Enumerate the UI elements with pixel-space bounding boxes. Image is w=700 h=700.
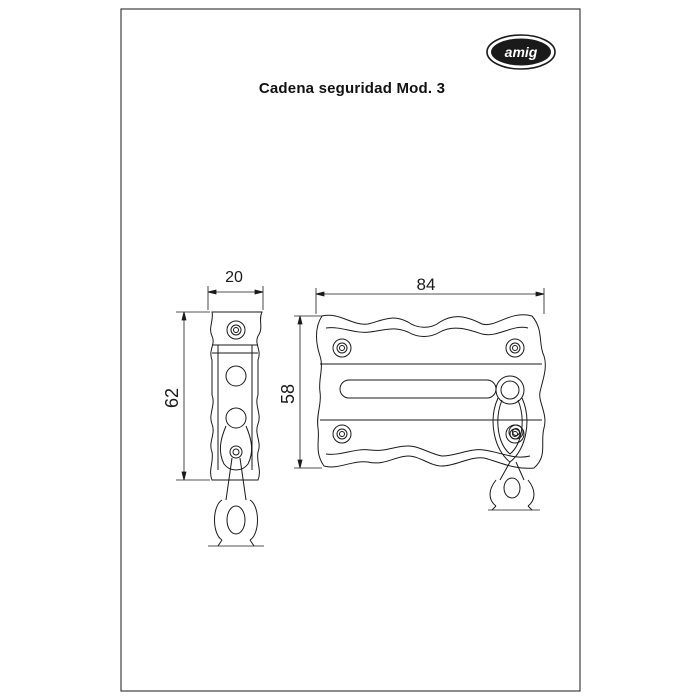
front-height-label: 58	[278, 384, 298, 404]
sheet-border	[120, 8, 581, 692]
side-width-dimension	[207, 286, 264, 310]
logo-text: amig	[505, 44, 538, 60]
front-height-dimension	[294, 315, 322, 469]
title-text: Cadena seguridad Mod. 3	[258, 80, 446, 97]
amig-logo: amig	[486, 34, 556, 70]
side-height-dimension	[176, 311, 210, 481]
side-view	[208, 311, 264, 547]
front-width-label: 84	[417, 275, 436, 294]
front-width-dimension	[315, 288, 545, 314]
front-view	[316, 314, 546, 511]
page-title: Cadena seguridad Mod. 3	[0, 80, 700, 97]
side-width-label: 20	[225, 269, 243, 286]
side-height-label: 62	[162, 388, 182, 408]
